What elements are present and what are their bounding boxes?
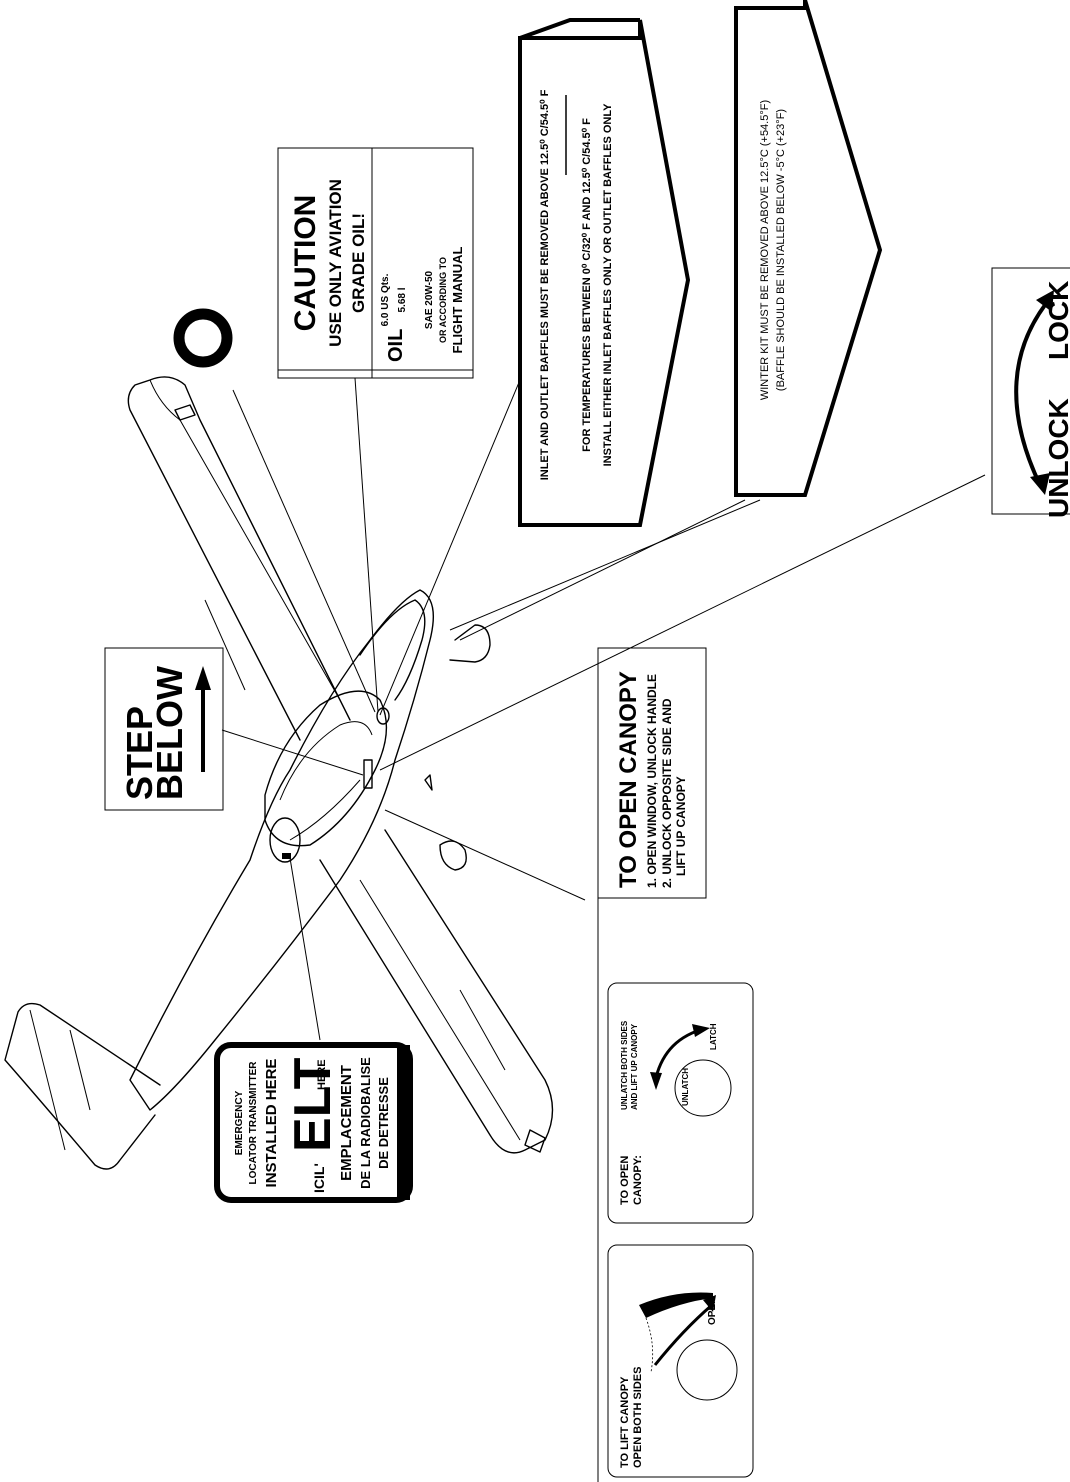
oil-qty-l: 5.68 l bbox=[397, 287, 408, 312]
lift-line2: OPEN BOTH SIDES bbox=[632, 1367, 644, 1468]
unlatch-heading2: CANOPY: bbox=[632, 1155, 644, 1205]
caution-oil-placard: CAUTION USE ONLY AVIATION GRADE OIL! OIL… bbox=[277, 147, 474, 379]
unlatch-heading1: TO OPEN bbox=[619, 1156, 631, 1205]
arrow-up-icon bbox=[195, 666, 211, 690]
canopy bbox=[264, 690, 388, 847]
baffles-line3: INSTALL EITHER INLET BAFFLES ONLY OR OUT… bbox=[602, 103, 614, 466]
elt-line3: INSTALLED HERE bbox=[263, 1059, 280, 1188]
step-below-placard: STEP BELOW bbox=[104, 647, 224, 811]
below-text: BELOW bbox=[149, 666, 190, 800]
open-word: OPEN bbox=[707, 1297, 718, 1325]
lift-handle-circle bbox=[676, 1339, 738, 1401]
open-arc-arrow-icon bbox=[653, 1303, 713, 1366]
elt-line6: DE LA RADIOBALISE bbox=[358, 1057, 373, 1189]
open-canopy-step3: LIFT UP CANOPY bbox=[674, 776, 688, 876]
open-canopy-step1: 1. OPEN WINDOW, UNLOCK HANDLE bbox=[645, 674, 659, 888]
baffles-line1: INLET AND OUTLET BAFFLES MUST BE REMOVED… bbox=[539, 89, 551, 480]
elt-placard: EMERGENCY LOCATOR TRANSMITTER INSTALLED … bbox=[214, 1042, 413, 1203]
open-canopy-title: TO OPEN CANOPY bbox=[615, 671, 642, 888]
elt-here: HERE bbox=[316, 1059, 328, 1090]
winter-kit-line2: (BAFFLE SHOULD BE INSTALLED BELOW -5°C (… bbox=[775, 109, 787, 391]
canopy-lever-icon bbox=[639, 1292, 713, 1318]
caution-title: CAUTION bbox=[289, 195, 322, 332]
aircraft-drawing bbox=[4, 376, 554, 1170]
winter-kit-line1: WINTER KIT MUST BE REMOVED ABOVE 12.5°C … bbox=[759, 100, 771, 400]
baffles-line2: FOR TEMPERATURES BETWEEN 0⁰ C/32⁰ F AND … bbox=[581, 118, 593, 452]
unlock-lock-placard: UNLOCK LOCK bbox=[991, 267, 1070, 518]
elt-line2: LOCATOR TRANSMITTER bbox=[248, 1061, 259, 1185]
oil-label: OIL bbox=[385, 329, 407, 362]
lock-text: LOCK bbox=[1043, 281, 1070, 360]
latch-word: LATCH bbox=[709, 1023, 718, 1050]
elt-icil: ICIL' bbox=[311, 1163, 327, 1193]
baffles-placard: INLET AND OUTLET BAFFLES MUST BE REMOVED… bbox=[518, 18, 691, 527]
unlatch-instr1: UNLATCH BOTH SIDES bbox=[620, 1020, 629, 1110]
unlatch-instr2: AND LIFT UP CANOPY bbox=[630, 1023, 639, 1110]
unlatch-word: UNLATCH bbox=[681, 1068, 690, 1106]
tail bbox=[4, 1002, 161, 1170]
oil-grade: SAE 20W-50 bbox=[424, 270, 435, 329]
elt-line1: EMERGENCY bbox=[234, 1090, 245, 1155]
open-canopy-placard: TO OPEN CANOPY 1. OPEN WINDOW, UNLOCK HA… bbox=[597, 647, 707, 1482]
open-canopy-step2: 2. UNLOCK OPPOSITE SIDE AND bbox=[660, 698, 674, 888]
caution-line1: USE ONLY AVIATION bbox=[326, 179, 345, 347]
canopy-handle-circle bbox=[674, 1059, 732, 1117]
unlatch-placard: TO OPEN CANOPY: UNLATCH BOTH SIDES AND L… bbox=[607, 982, 754, 1224]
elt-line7: DE DETRESSE bbox=[376, 1077, 391, 1169]
lift-line1: TO LIFT CANOPY bbox=[619, 1376, 631, 1468]
caution-line2: GRADE OIL! bbox=[349, 213, 368, 313]
elt-big-text: ELT bbox=[284, 1057, 342, 1152]
oil-or-according: OR ACCORDING TO bbox=[438, 257, 448, 343]
step-text: STEP bbox=[119, 706, 160, 800]
fuselage bbox=[129, 589, 434, 1111]
lift-canopy-placard: TO LIFT CANOPY OPEN BOTH SIDES OPEN bbox=[607, 1244, 754, 1478]
leader-lines bbox=[221, 377, 986, 1041]
oil-qty-us: 6.0 US Qts. bbox=[380, 273, 391, 326]
winter-kit-placard: WINTER KIT MUST BE REMOVED ABOVE 12.5°C … bbox=[734, 0, 883, 497]
oil-flight-manual: FLIGHT MANUAL bbox=[450, 247, 465, 354]
oil-cap-symbol bbox=[173, 308, 233, 368]
lock-arc-arrow-icon bbox=[1014, 303, 1047, 486]
elt-line5: EMPLACEMENT bbox=[338, 1065, 355, 1181]
unlock-text: UNLOCK bbox=[1043, 398, 1070, 518]
